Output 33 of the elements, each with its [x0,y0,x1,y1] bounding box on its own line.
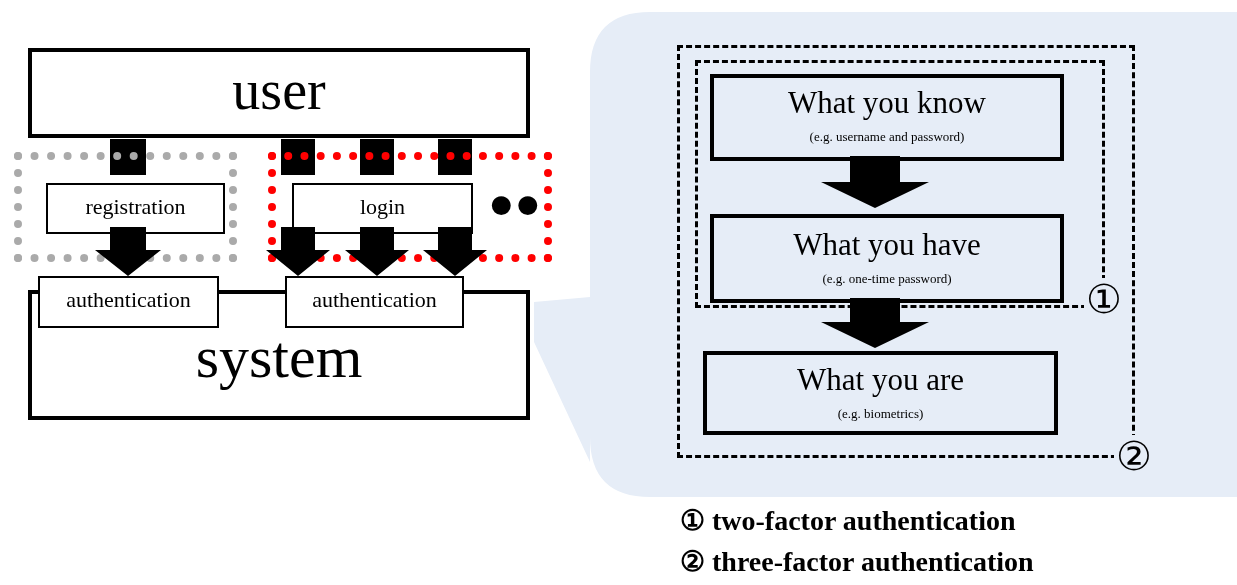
ellipsis-dots: ●● [488,180,542,229]
box-subtitle: (e.g. one-time password) [821,272,953,287]
process-box [292,183,473,234]
process-box [710,74,1064,161]
connector-bar [281,139,315,175]
connector-bar [110,139,146,175]
process-box [28,48,530,138]
block-arrow [95,227,161,276]
process-box [46,183,225,234]
connector-bar [438,139,472,175]
process-box [710,214,1064,303]
process-box [703,351,1058,435]
box-title: authentication [65,288,192,313]
box-title: login [358,195,407,220]
legend-note: ② three-factor authentication [680,547,1034,578]
process-box [38,276,219,328]
box-title: What you have [792,228,982,263]
process-box [285,276,464,328]
box-subtitle: (e.g. biometrics) [836,407,925,422]
block-arrow [266,227,330,276]
box-title: user [231,60,327,122]
box-subtitle: (e.g. username and password) [808,130,966,145]
block-arrow [821,156,929,208]
box-title: registration [84,195,187,220]
connector-bar [360,139,394,175]
box-title: What you are [796,363,965,398]
block-arrow [423,227,487,276]
block-arrow [821,298,929,348]
box-title: What you know [787,86,987,121]
box-title: system [194,324,364,390]
block-arrow [345,227,409,276]
box-title: authentication [311,288,438,313]
legend-note: ① two-factor authentication [680,506,1016,537]
